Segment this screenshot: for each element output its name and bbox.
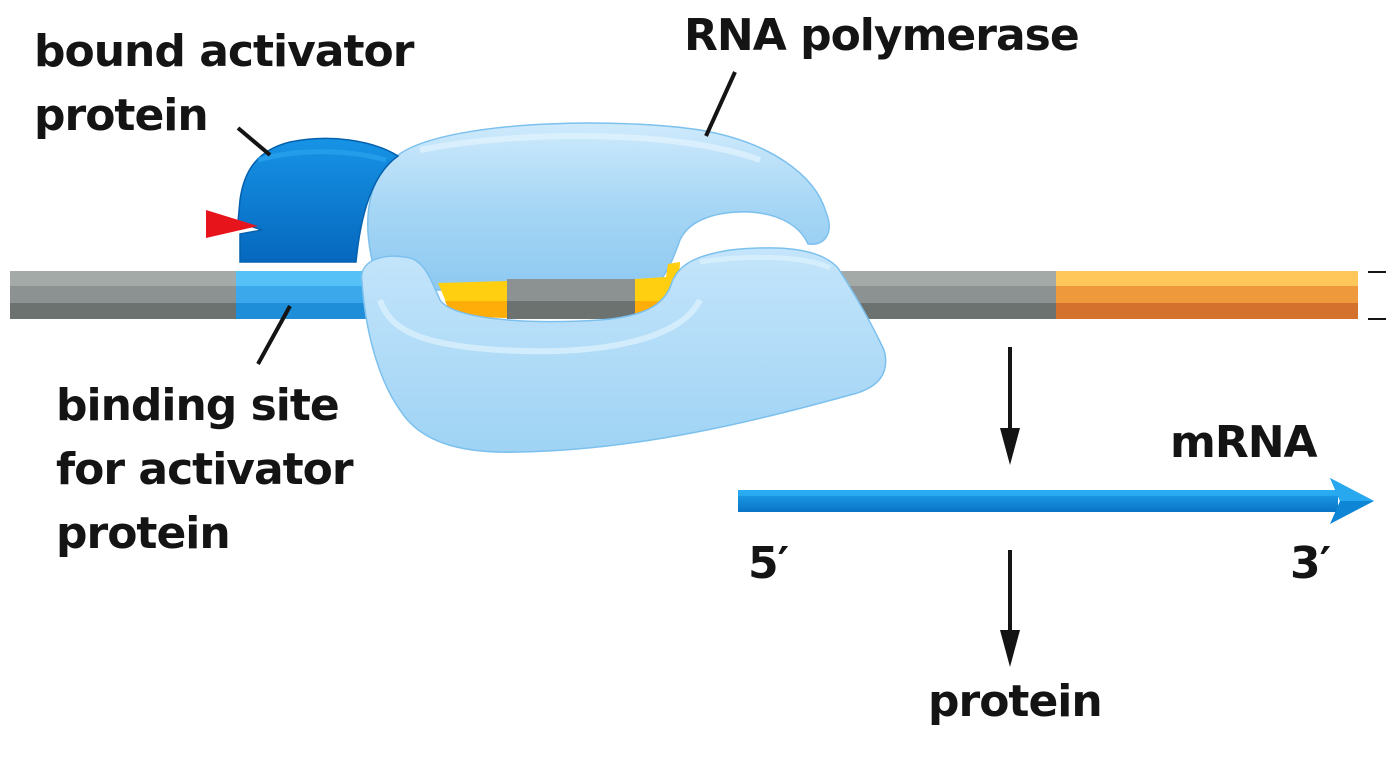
label-mrna: mRNA — [1170, 417, 1318, 468]
transcription-arrow — [1000, 347, 1020, 465]
dna-coding-region-segment — [1056, 271, 1358, 319]
label-binding-site-line2: for activator — [56, 444, 354, 495]
leader-line-binding-site — [256, 305, 292, 365]
label-binding-site-line1: binding site — [56, 380, 340, 431]
label-binding-site-line3: protein — [56, 508, 231, 559]
leader-line-activator — [236, 126, 272, 157]
label-three-prime: 3′ — [1290, 538, 1331, 589]
dna-upstream-segment — [10, 271, 236, 319]
activator-protein — [237, 137, 400, 263]
mrna-strand-arrow — [738, 478, 1374, 524]
rna-polymerase — [360, 122, 887, 453]
dna-promoter-downstream-segment — [830, 271, 1056, 319]
label-bound-activator-line2: protein — [34, 90, 209, 141]
leader-line-polymerase — [704, 71, 737, 137]
label-rna-polymerase: RNA polymerase — [684, 10, 1080, 61]
label-five-prime: 5′ — [748, 538, 789, 589]
dna-binding-site-segment — [236, 271, 396, 319]
label-bound-activator-line1: bound activator — [34, 26, 414, 77]
translation-arrow — [1000, 550, 1020, 667]
dna-strand — [10, 271, 1386, 320]
label-protein-product: protein — [928, 676, 1103, 727]
activation-signal-marker — [206, 210, 258, 238]
